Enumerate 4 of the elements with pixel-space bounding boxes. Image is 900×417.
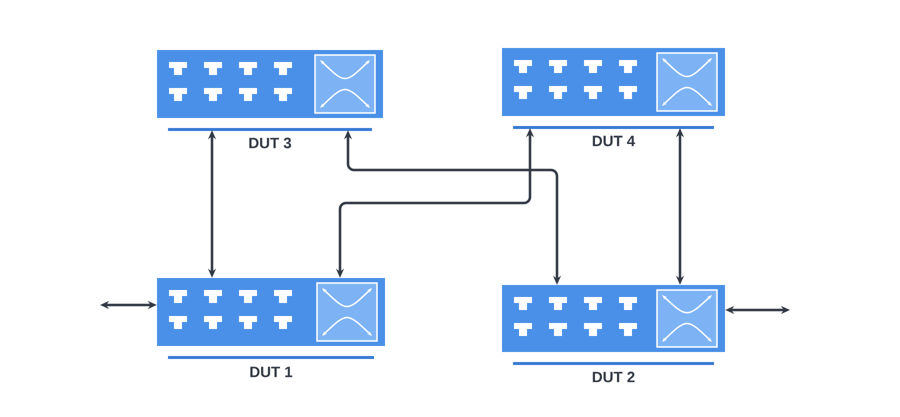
- device-label: DUT 1: [250, 366, 292, 378]
- device-label: DUT 2: [592, 372, 635, 382]
- device-label: DUT 4: [592, 136, 636, 146]
- device-label: DUT 3: [249, 138, 292, 148]
